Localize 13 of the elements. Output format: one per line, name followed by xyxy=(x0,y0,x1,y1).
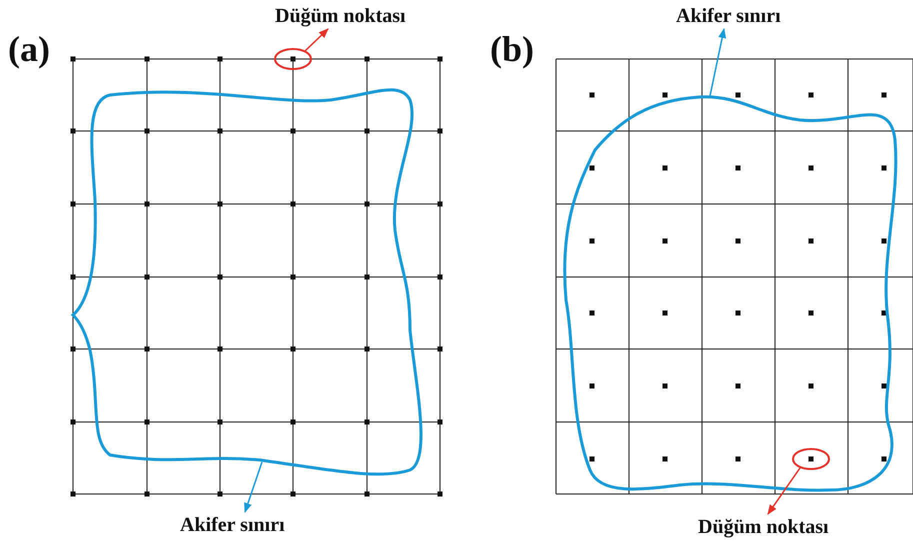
leader-arrow xyxy=(709,28,726,96)
leader-arrow xyxy=(304,28,329,52)
leader-arrow xyxy=(767,468,801,515)
aquifer-boundary-curve xyxy=(72,88,422,476)
leader-arrow xyxy=(244,462,263,513)
panel-label: (a) xyxy=(8,30,50,68)
callout-label: Akifer sınırı xyxy=(180,514,285,536)
callout-label: Akifer sınırı xyxy=(676,5,781,27)
node-highlight-ellipse xyxy=(792,448,830,470)
callout-label: Düğüm noktası xyxy=(275,5,406,27)
node-highlight-ellipse xyxy=(274,48,312,70)
panel-label: (b) xyxy=(490,30,534,68)
callout-label: Düğüm noktası xyxy=(698,516,829,538)
